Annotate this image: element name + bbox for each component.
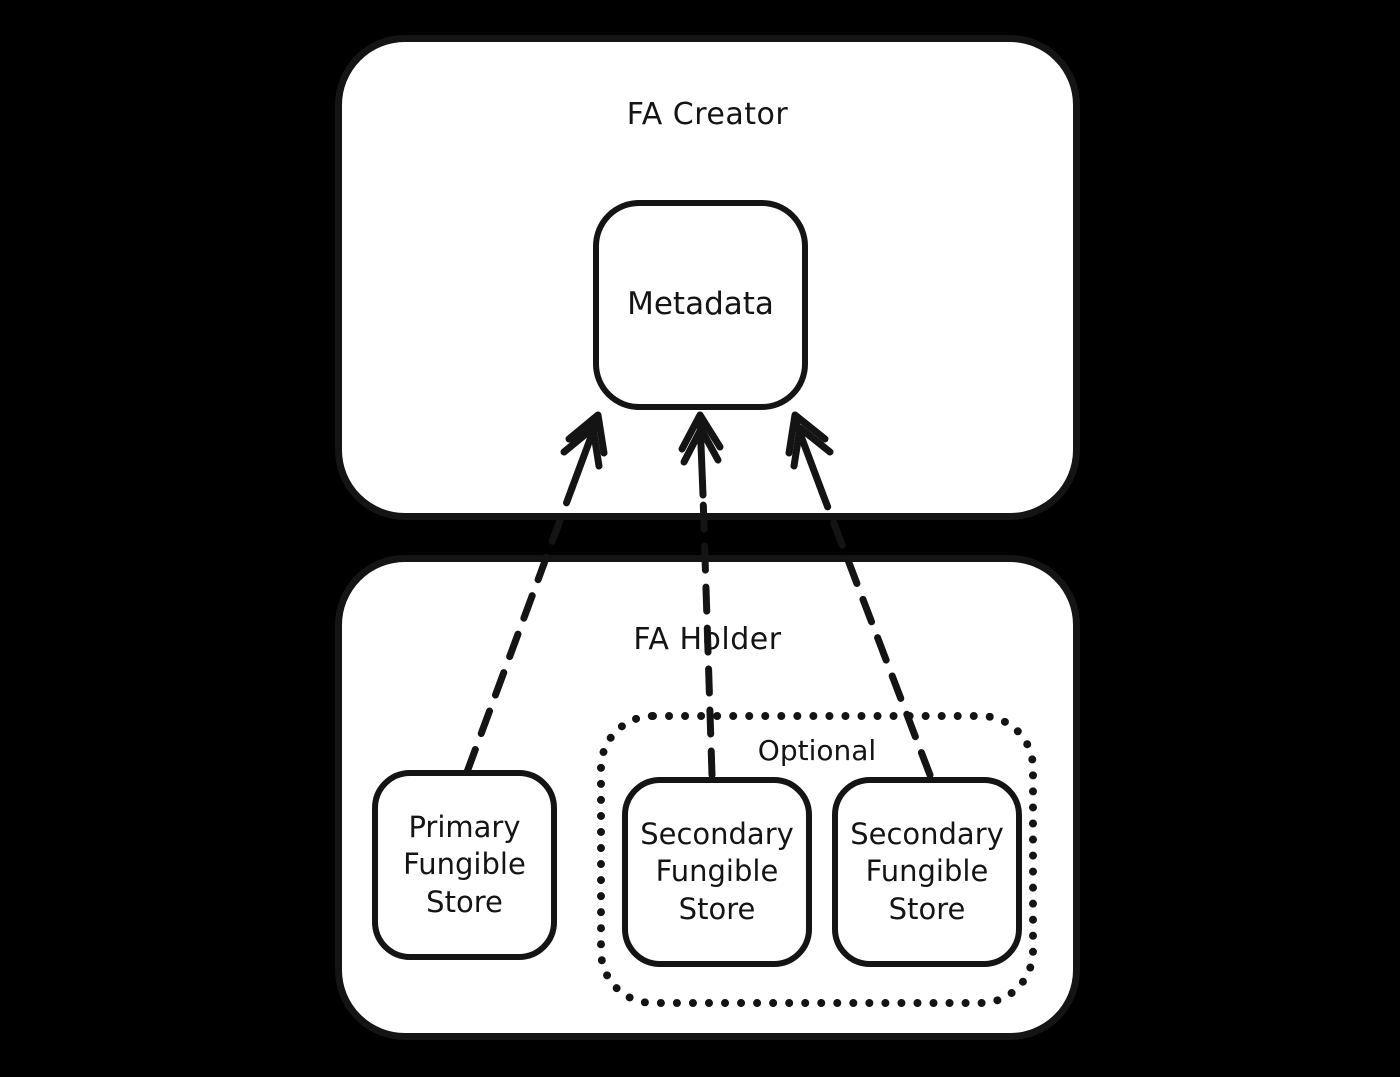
optional-group-box: Optional Secondary Fungible Store Second… [597,712,1037,1007]
secondary-store-line: Secondary [850,817,1004,852]
secondary-store-line: Fungible [655,854,779,889]
secondary-store-line: Secondary [640,817,794,852]
fa-creator-label: FA Creator [626,97,789,132]
secondary-fungible-store-box-2: Secondary Fungible Store [832,777,1022,967]
secondary-store-line: Store [678,891,756,926]
secondary-fungible-store-box-1: Secondary Fungible Store [622,777,812,967]
metadata-label: Metadata [627,286,774,323]
fa-holder-panel: FA Holder Primary Fungible Store Optiona… [335,555,1080,1040]
secondary-store-line: Fungible [865,854,989,889]
optional-label: Optional [757,734,877,767]
fa-creator-panel: FA Creator Metadata [335,35,1080,520]
metadata-box: Metadata [593,200,808,410]
primary-store-line: Store [426,884,503,919]
fa-holder-label: FA Holder [633,622,782,657]
primary-store-line: Primary [408,810,521,845]
primary-store-line: Fungible [403,847,526,882]
secondary-store-line: Store [888,891,966,926]
primary-fungible-store-box: Primary Fungible Store [372,770,557,960]
